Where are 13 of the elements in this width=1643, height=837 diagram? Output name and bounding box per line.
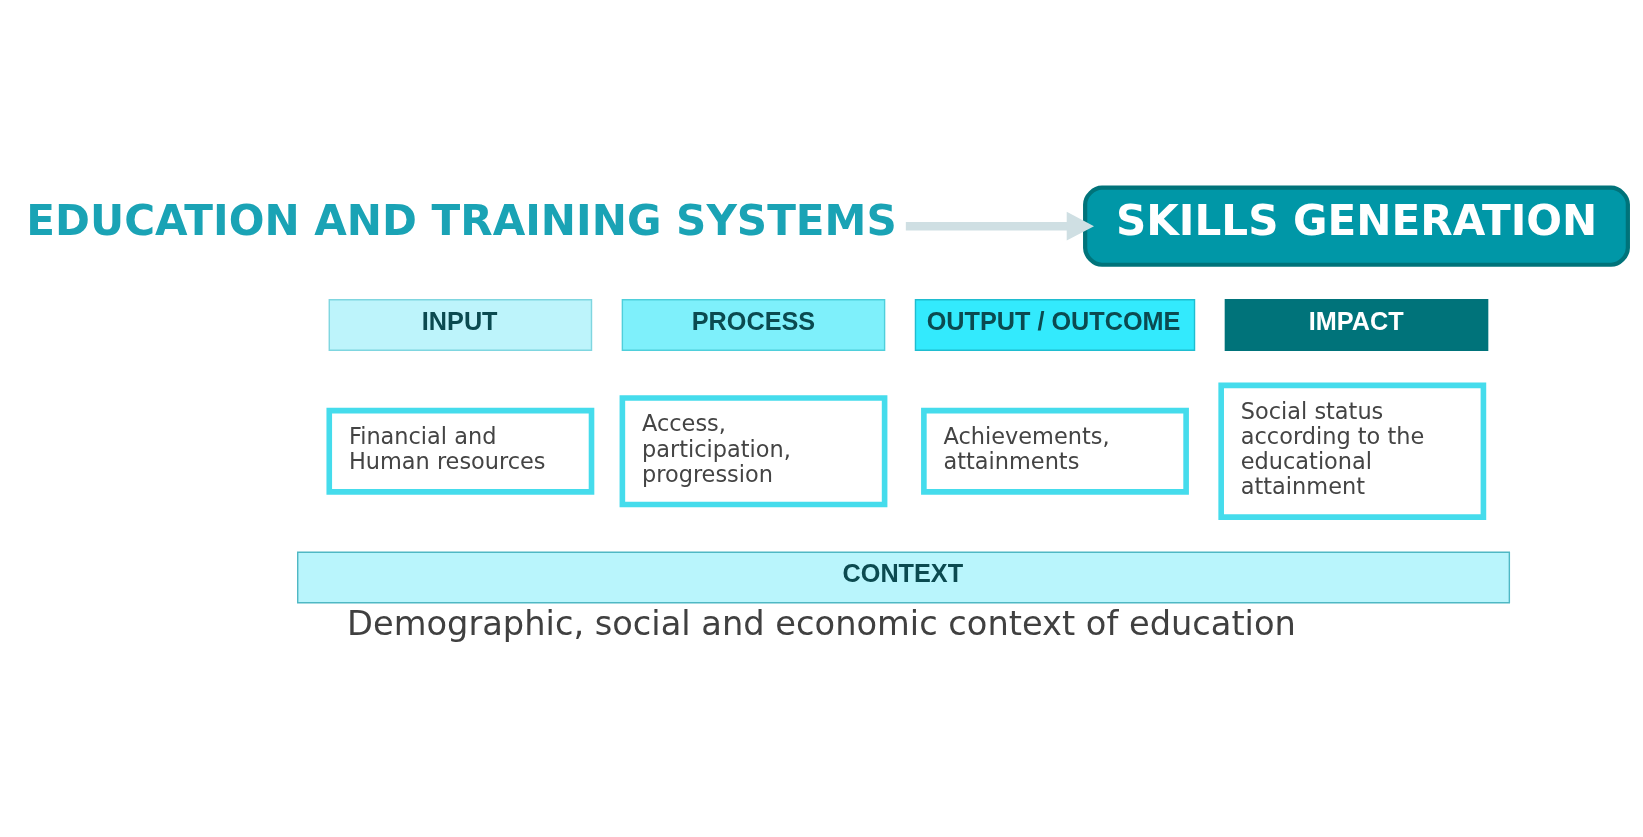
node-box: IMPACT xyxy=(1224,298,1489,351)
node-box: Achievements, attainments xyxy=(921,407,1189,495)
caption: Demographic, social and economic context of education xyxy=(347,603,1296,643)
node-box: Access, participation, progression xyxy=(619,394,888,507)
node-box: INPUT xyxy=(328,298,593,351)
node-text: EDUCATION AND TRAINING SYSTEMS xyxy=(26,195,897,245)
node-box: OUTPUT / OUTCOME xyxy=(914,298,1196,351)
node-box: SKILLS GENERATION xyxy=(1083,185,1630,267)
node-box: Financial and Human resources xyxy=(326,407,595,495)
arrow xyxy=(905,211,1094,240)
node-box: CONTEXT xyxy=(297,551,1511,603)
node-box: PROCESS xyxy=(621,298,886,351)
node-box: Social status according to the educational attainment xyxy=(1218,382,1487,520)
